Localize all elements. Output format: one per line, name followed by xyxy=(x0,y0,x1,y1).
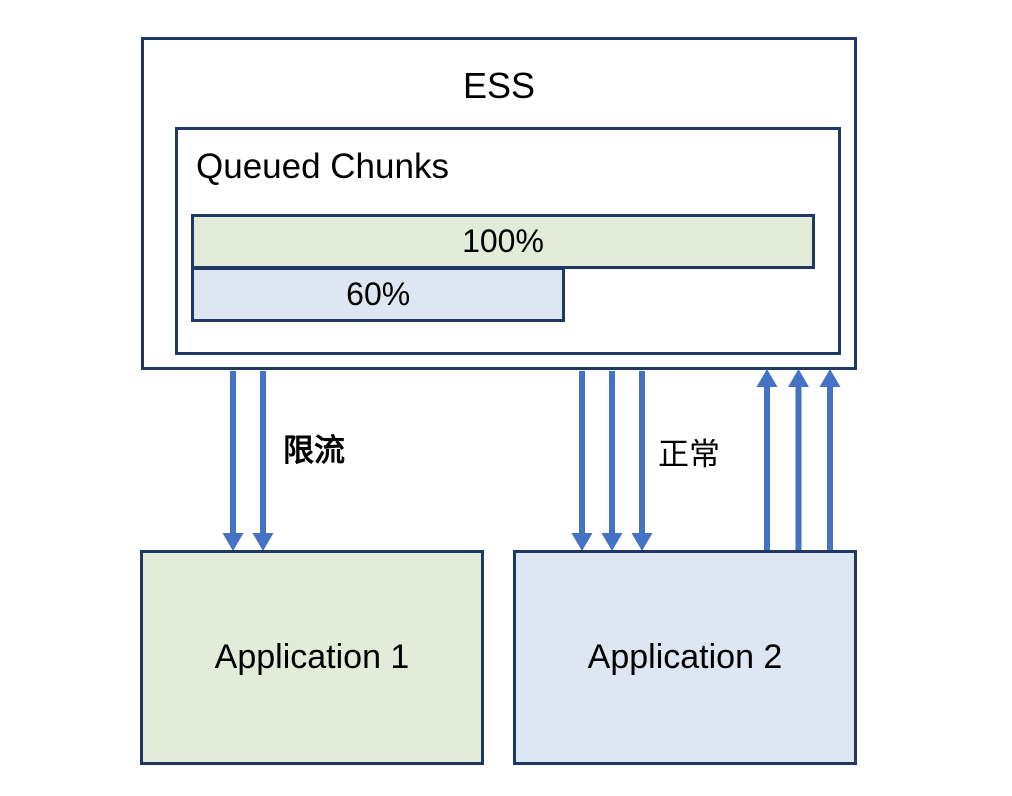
ess-box: ESS Queued Chunks 100% 60% xyxy=(141,37,857,370)
queue-bar-60: 60% xyxy=(191,267,566,322)
down-arrow-icon xyxy=(222,371,244,551)
down-arrow-icon xyxy=(601,371,623,551)
throttled-flow-arrows xyxy=(222,371,274,551)
up-arrow-icon xyxy=(756,369,778,554)
queue-bar-label: 100% xyxy=(462,223,544,259)
down-arrow-icon xyxy=(571,371,593,551)
queue-bar-100: 100% xyxy=(191,214,815,269)
queue-bars: 100% 60% xyxy=(191,214,815,322)
application-1-label: Application 1 xyxy=(214,638,410,676)
flow-label-throttled: 限流 xyxy=(283,433,345,468)
down-arrow-icon xyxy=(252,371,274,551)
normal-flow-arrows xyxy=(571,371,653,551)
queue-bar-label: 60% xyxy=(346,276,411,312)
flow-label-normal: 正常 xyxy=(658,437,720,472)
queued-chunks-title: Queued Chunks xyxy=(196,147,449,186)
down-arrow-icon xyxy=(631,371,653,551)
response-flow-arrows xyxy=(756,369,841,554)
application-2-label: Application 2 xyxy=(587,638,783,676)
up-arrow-icon xyxy=(788,369,809,554)
up-arrow-icon xyxy=(819,369,841,554)
application-1-box: Application 1 xyxy=(140,550,484,765)
application-2-box: Application 2 xyxy=(513,550,857,765)
queued-chunks-box: Queued Chunks 100% 60% xyxy=(175,127,841,355)
ess-title: ESS xyxy=(462,65,536,106)
